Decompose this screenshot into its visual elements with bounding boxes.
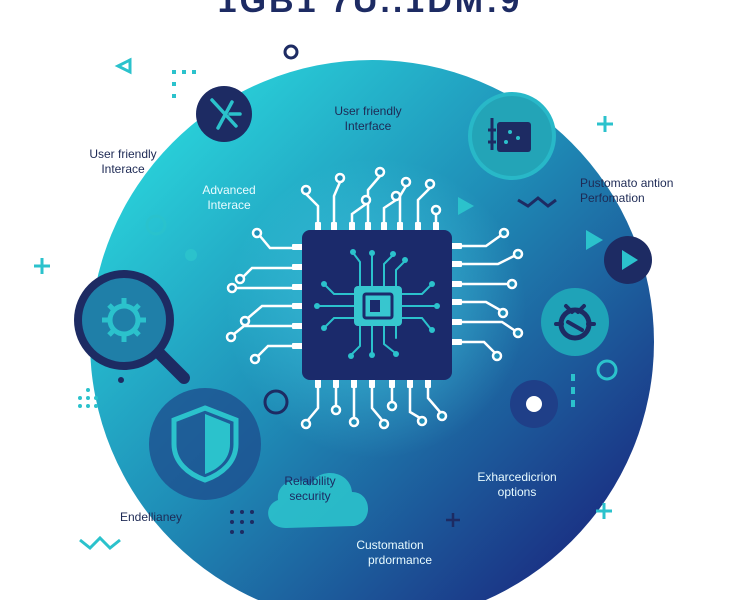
circuit-traces [232,174,516,422]
page-title: 1GB1 7U..1DM:9 [217,0,523,20]
dot-decor-left [118,377,124,383]
zigzag-decor-right [517,196,557,208]
cpu-chip [225,166,524,430]
label-top-center: User friendly Interface [334,104,402,133]
zigzag-decor-left [79,535,121,551]
label-top-left: User friendly Interace [89,147,157,176]
shield-icon [149,388,261,500]
plus-decor-center [446,513,460,527]
gear-search-icon [74,270,190,384]
plus-decor-left [34,258,50,274]
triangle-decor-inner [458,197,474,215]
target-dot-icon [510,380,558,428]
play-icon [604,236,652,284]
triangle-decor-right [586,230,603,250]
ring-decor-top [283,44,299,60]
label-enhanced: Exharcedicrion options [477,470,557,499]
label-customation: Customation prdormance [356,538,433,567]
decorations [34,44,618,551]
signal-icon [196,86,252,142]
dot-grid-left [78,388,98,408]
label-advanced: Advanced Interace [202,183,256,212]
bug-icon [541,288,609,356]
dot-grid-bottom [230,510,254,534]
dot-grid-top [172,70,196,98]
ring-decor-right [596,359,618,381]
label-right-top: Pustomato antion Perfomation [580,176,674,205]
chip-card-icon [468,92,556,180]
label-reliability: Relaibility security [284,474,336,503]
dash-decor-right [571,374,575,407]
triangle-decor-left [114,57,132,75]
dot-decor-center [185,249,197,261]
cloud-icon [268,473,369,528]
label-endellianey: Endellianey [120,510,183,524]
plus-decor-right-bottom [596,503,612,519]
plus-decor-right-top [597,116,613,132]
trace-ends [225,166,524,430]
ring-decor-lower-left [263,389,289,415]
ring-decor-mid-left [145,214,167,236]
